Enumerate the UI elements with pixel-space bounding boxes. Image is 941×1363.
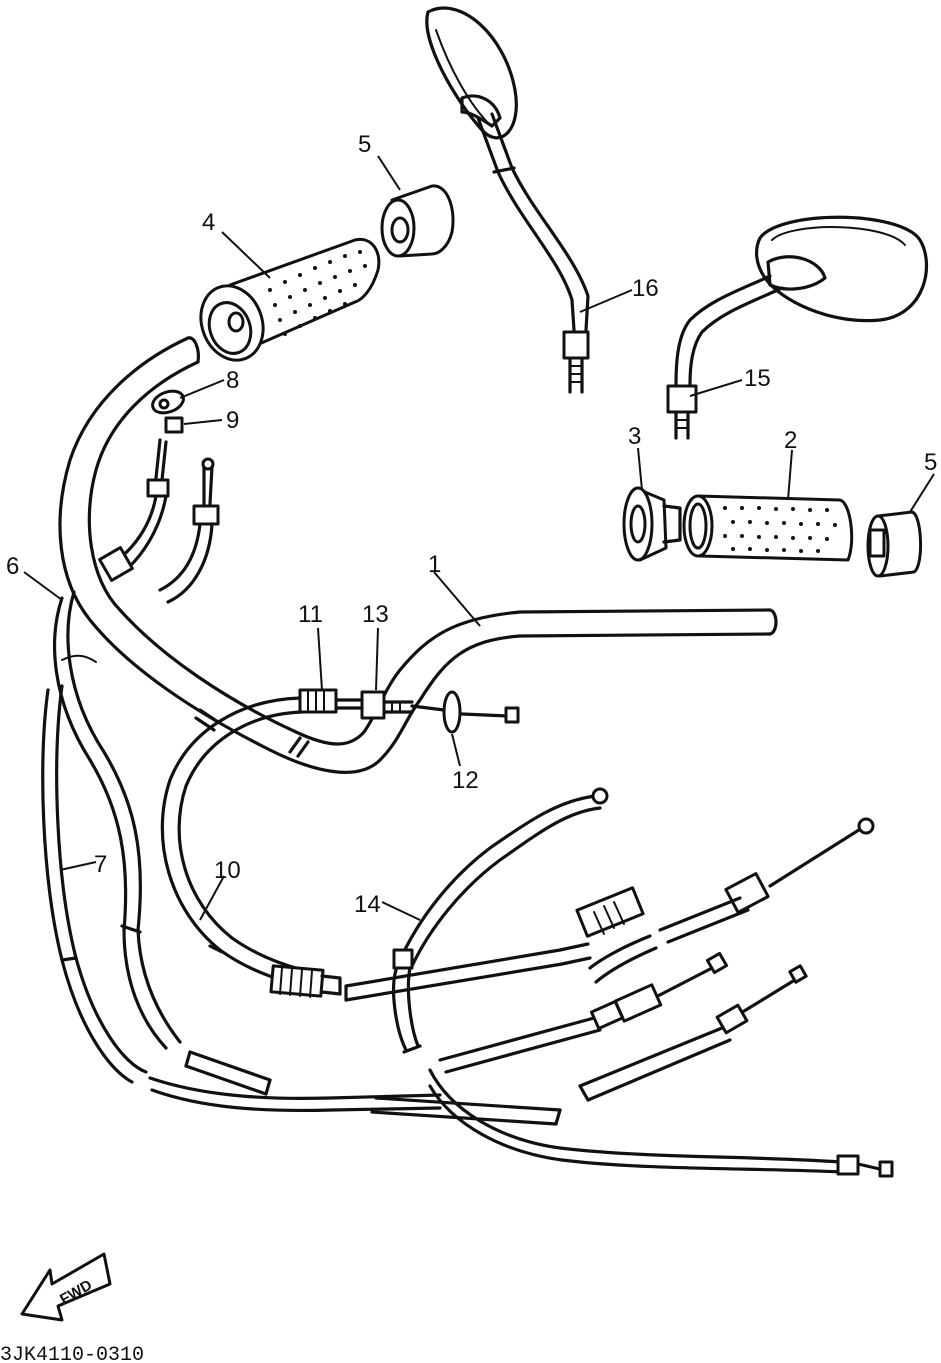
- callout-13: 13: [362, 601, 389, 628]
- wire-7: [41, 684, 442, 1113]
- wire-6: [53, 590, 143, 932]
- throttle-cable-14: [392, 787, 609, 1054]
- callout-11: 11: [298, 601, 323, 628]
- callout-labels: 1 2 3 4 5 5 6 7 8 9 10 11 12 13 14 15 16: [6, 131, 937, 918]
- callout-3: 3: [628, 423, 641, 450]
- end-cap-5-upper: [380, 184, 455, 258]
- callout-4: 4: [202, 209, 215, 236]
- callout-7: 7: [94, 851, 107, 878]
- callout-10: 10: [214, 857, 241, 884]
- callout-16: 16: [632, 275, 659, 302]
- mirror-15: [666, 215, 929, 440]
- mirror-16: [425, 6, 590, 394]
- right-switch-3: [622, 486, 682, 562]
- end-cap-5-right: [866, 510, 923, 578]
- cable-bundle: [184, 817, 894, 1178]
- callout-15: 15: [744, 365, 771, 392]
- callout-9: 9: [226, 407, 239, 434]
- callout-6: 6: [6, 553, 19, 580]
- drawing-code: 3JK4110-0310: [0, 1344, 144, 1363]
- fwd-arrow: FWD: [20, 1252, 112, 1322]
- clutch-cable-10: [160, 688, 520, 998]
- grip-4: [199, 237, 381, 362]
- callout-12: 12: [452, 767, 479, 794]
- callout-14: 14: [354, 891, 381, 918]
- leader-lines: [23, 155, 935, 921]
- callout-5-upper: 5: [358, 131, 371, 158]
- callout-5-right: 5: [924, 449, 937, 476]
- lever-bracket: [98, 389, 220, 604]
- grip-2: [682, 494, 854, 562]
- callout-8: 8: [226, 367, 239, 394]
- callout-2: 2: [784, 427, 797, 454]
- callout-1: 1: [428, 551, 441, 578]
